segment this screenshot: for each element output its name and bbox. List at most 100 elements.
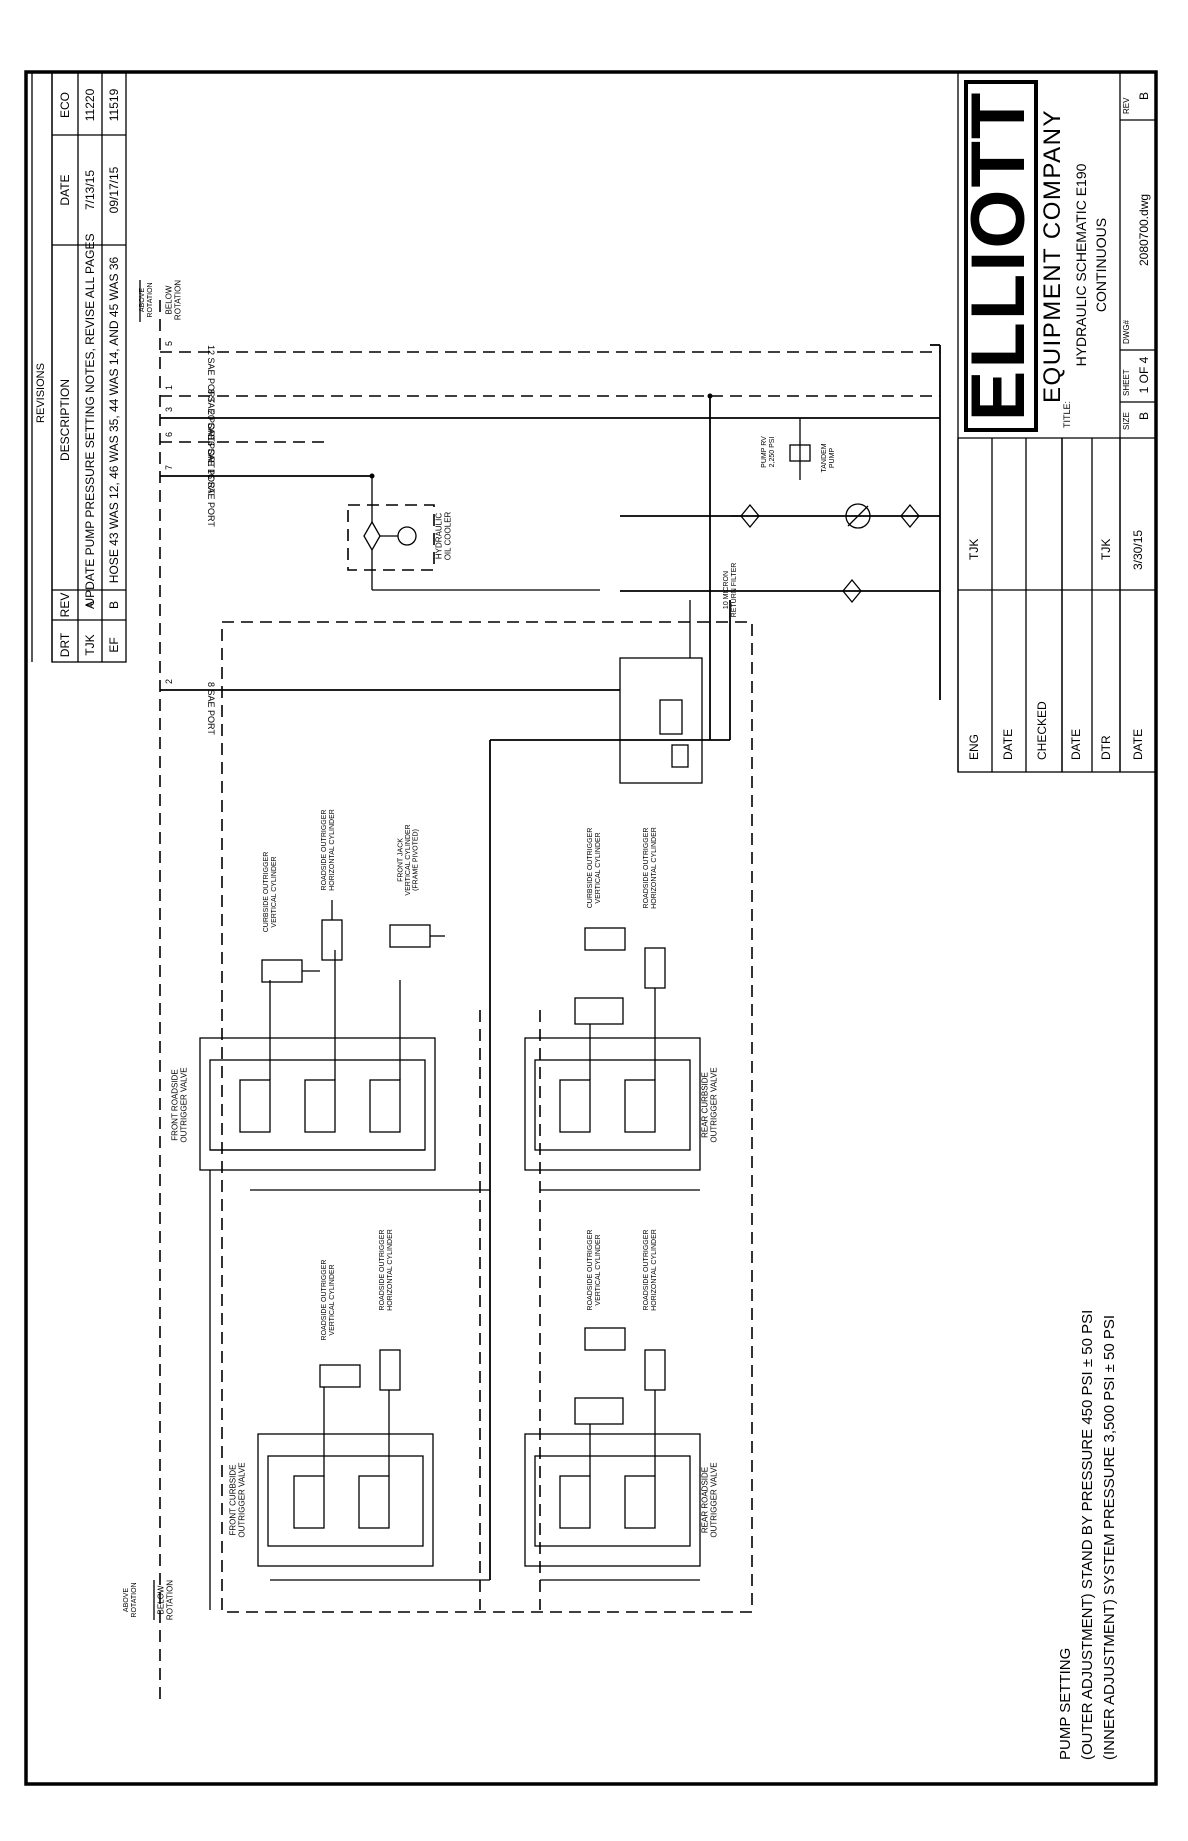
port-number: 1 <box>164 385 174 390</box>
port-number: 7 <box>164 465 174 470</box>
port-label: 16 SAE PORT <box>206 469 216 527</box>
rotation-below-label: BELOWROTATION <box>165 280 183 320</box>
date-label: DATE <box>1001 729 1015 760</box>
cylinder-icon <box>644 947 666 989</box>
cylinder-icon <box>644 1349 666 1391</box>
drawing-title-line2: CONTINUOUS <box>1093 218 1109 312</box>
port-lines <box>160 351 940 691</box>
rr-roadside-vertical-label: ROADSIDE OUTRIGGERVERTICAL CYLINDER <box>587 1230 602 1311</box>
dtr-label: DTR <box>1099 735 1113 760</box>
dwg-value: 2080700.dwg <box>1137 194 1151 266</box>
rev-value: B <box>1137 92 1151 100</box>
sheet-value: 1 OF 4 <box>1137 356 1151 393</box>
rear-curbside-vertical-label: CURBSIDE OUTRIGGERVERTICAL CYLINDER <box>587 828 602 909</box>
rev-row-date: 09/17/15 <box>107 166 121 213</box>
pump-setting-line1: (OUTER ADJUSTMENT) STAND BY PRESSURE 450… <box>1079 1310 1096 1760</box>
cylinder-icon <box>584 927 626 951</box>
checked-label: CHECKED <box>1035 701 1049 760</box>
sheet-border <box>24 70 1158 1786</box>
rotation-marker-top: ABOVEROTATION BELOWROTATION <box>139 280 182 1700</box>
company-line: EQUIPMENT COMPANY <box>1039 109 1066 403</box>
rev-row-eco: 11519 <box>107 88 121 121</box>
rev-row-date: 7/13/15 <box>83 170 97 210</box>
rev-row-rev: A <box>83 601 97 609</box>
size-value: B <box>1137 412 1151 420</box>
cylinder-icon <box>319 1364 361 1388</box>
rr-roadside-horizontal-label: ROADSIDE OUTRIGGERHORIZONTAL CYLINDER <box>643 1229 658 1311</box>
rev-header-rev: REV <box>58 593 72 618</box>
port-number: 3 <box>164 407 174 412</box>
port-label: 8 SAE PORT <box>206 682 216 735</box>
size-label: SIZE <box>1122 412 1131 430</box>
dwg-label: DWG# <box>1122 319 1131 344</box>
rev-header-description: DESCRIPTION <box>58 379 72 461</box>
front-roadside-valve-bank: FRONT ROADSIDEOUTRIGGER VALVE <box>171 950 436 1171</box>
port-number: 2 <box>164 679 174 684</box>
dtr-value: TJK <box>1099 539 1113 560</box>
fc-roadside-vertical-label: ROADSIDE OUTRIGGERVERTICAL CYLINDER <box>321 1260 336 1341</box>
drawing-title-line1: HYDRAULIC SCHEMATIC E190 <box>1073 163 1089 366</box>
cylinder-icon <box>321 919 343 961</box>
return-filter-label: 10 MICRONRETURN FILTER <box>723 563 738 618</box>
port-number: 5 <box>164 341 174 346</box>
rotation-below-label: BELOWROTATION <box>157 1580 175 1620</box>
elliott-logo: ELLIOTT EQUIPMENT COMPANY <box>956 80 1066 432</box>
revisions-heading: REVISIONS <box>35 363 47 423</box>
front-roadside-cylinders: CURBSIDE OUTRIGGERVERTICAL CYLINDER ROAD… <box>261 809 445 983</box>
title-block: ELLIOTT EQUIPMENT COMPANY TITLE: HYDRAUL… <box>956 71 1157 773</box>
front-curbside-valve-label: FRONT CURBSIDEOUTRIGGER VALVE <box>229 1462 247 1537</box>
pump-setting-title: PUMP SETTING <box>1057 1648 1074 1760</box>
roadside-horizontal-label: ROADSIDE OUTRIGGERHORIZONTAL CYLINDER <box>321 809 336 891</box>
pump-rv-label: PUMP RV2,250 PSI <box>761 436 776 468</box>
port-label: 8 SAE PORT <box>206 389 216 442</box>
title-label: TITLE: <box>1062 401 1072 428</box>
front-curbside-valve-bank: FRONT CURBSIDEOUTRIGGER VALVE ROADSIDE O… <box>229 1229 434 1567</box>
oil-cooler-label: HYDRAULICOIL COOLER <box>435 511 453 560</box>
priority-valve <box>489 600 731 1580</box>
tandem-pump-label: TANDEMPUMP <box>821 443 836 472</box>
rear-roadside-horizontal-label: ROADSIDE OUTRIGGERHORIZONTAL CYLINDER <box>643 827 658 909</box>
rear-roadside-valve-bank: REAR ROADSIDEOUTRIGGER VALVE ROADSIDE OU… <box>524 1229 719 1567</box>
logo-text: ELLIOTT <box>956 91 1041 422</box>
rotation-marker-bottom: ABOVEROTATION BELOWROTATION <box>123 1580 174 1620</box>
fc-roadside-horizontal-label: ROADSIDE OUTRIGGERHORIZONTAL CYLINDER <box>379 1229 394 1311</box>
rear-roadside-valve-label: REAR ROADSIDEOUTRIGGER VALVE <box>701 1462 719 1537</box>
revisions-table: REVISIONS DRT REV DESCRIPTION DATE ECO T… <box>31 71 127 663</box>
sheet-label: SHEET <box>1122 369 1131 396</box>
rev-row-rev: B <box>107 601 121 609</box>
rev-row-description: HOSE 43 WAS 12, 46 WAS 35, 44 WAS 14, AN… <box>107 257 121 584</box>
port-label: 20 SAE PORT <box>206 410 216 468</box>
trunk-lines <box>209 1010 700 1610</box>
date-label: DATE <box>1069 729 1083 760</box>
front-roadside-valve-label: FRONT ROADSIDEOUTRIGGER VALVE <box>171 1067 189 1142</box>
cylinder-icon <box>389 924 431 948</box>
eng-label: ENG <box>967 734 981 760</box>
rear-curbside-valve-bank: REAR CURBSIDEOUTRIGGER VALVE CURBSIDE OU… <box>524 827 719 1171</box>
rev-row-drt: TJK <box>83 634 97 655</box>
rev-header-date: DATE <box>58 174 72 205</box>
rear-curbside-valve-label: REAR CURBSIDEOUTRIGGER VALVE <box>701 1067 719 1142</box>
rev-row-drt: EF <box>107 637 121 652</box>
rev-label: REV <box>1122 97 1131 114</box>
rotation-above-label: ABOVEROTATION <box>139 282 154 317</box>
hydraulic-oil-cooler: HYDRAULICOIL COOLER <box>347 473 600 591</box>
cylinder-icon <box>261 959 303 983</box>
rev-row-eco: 11220 <box>83 88 97 121</box>
pump-group: PUMP RV2,250 PSI TANDEMPUMP 10 MICRONRET… <box>620 344 941 740</box>
curbside-vertical-label: CURBSIDE OUTRIGGERVERTICAL CYLINDER <box>263 852 278 933</box>
port-label: 12 SAE PORT <box>206 345 216 403</box>
port-labels: 5 12 SAE PORT 1 8 SAE PORT 3 20 SAE PORT… <box>164 341 216 735</box>
cylinder-icon <box>584 1327 626 1351</box>
front-jack-label: FRONT JACKVERTICAL CYLINDER(FRAME PIVOTE… <box>397 824 419 895</box>
rev-header-eco: ECO <box>58 92 72 118</box>
eng-value: TJK <box>967 539 981 560</box>
port-number: 6 <box>164 432 174 437</box>
rev-row-description: UPDATE PUMP PRESSURE SETTING NOTES, REVI… <box>83 234 97 607</box>
rotation-above-label: ABOVEROTATION <box>123 1582 138 1617</box>
date-label: DATE <box>1131 729 1145 760</box>
pump-setting-line2: (INNER ADJUSTMENT) SYSTEM PRESSURE 3,500… <box>1101 1315 1118 1760</box>
date-value: 3/30/15 <box>1131 530 1145 570</box>
pump-setting-note: PUMP SETTING (OUTER ADJUSTMENT) STAND BY… <box>1057 1310 1118 1760</box>
